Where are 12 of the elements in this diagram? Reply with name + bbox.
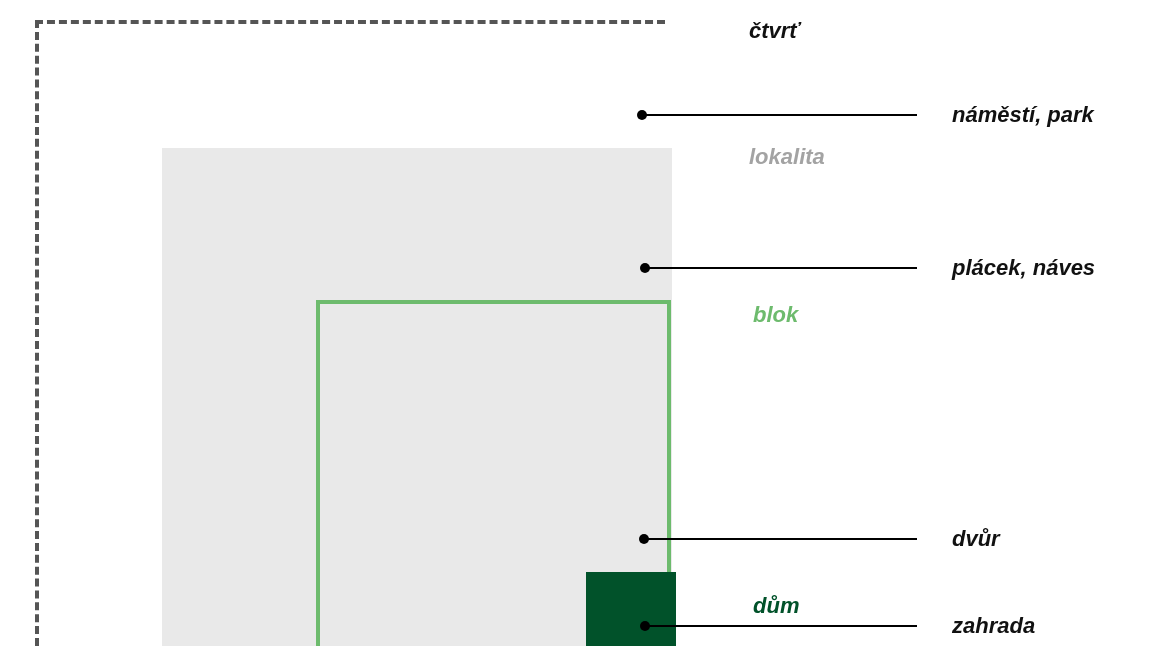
leader-text: náměstí, park <box>952 102 1094 128</box>
area-label: blok <box>753 302 799 328</box>
leader-text: dvůr <box>952 526 1000 552</box>
leader-text: plácek, náves <box>952 255 1096 281</box>
leader-line <box>640 621 918 631</box>
leader-line <box>637 110 918 120</box>
leader-text: zahrada <box>952 613 1036 639</box>
leader-line <box>639 534 918 544</box>
area-label: čtvrť <box>749 18 800 44</box>
area-label: lokalita <box>749 144 825 170</box>
area-label: dům <box>753 593 800 619</box>
leader-line <box>640 263 918 273</box>
